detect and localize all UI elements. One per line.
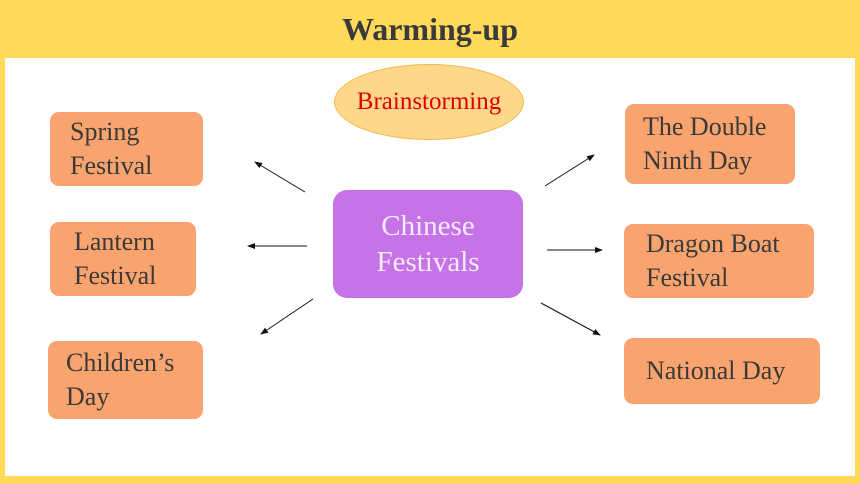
page-title: Warming-up (341, 10, 519, 47)
festival-label: National Day (646, 356, 786, 385)
festival-node-national-day: National Day (624, 338, 820, 404)
festival-node-lantern-festival: Lantern Festival (50, 222, 196, 296)
festival-label: Dragon Boat Festival (646, 229, 780, 292)
festival-node-childrens-day: Children’s Day (48, 341, 203, 419)
festival-label: The Double Ninth Day (643, 112, 767, 175)
festival-node-dragon-boat-festival: Dragon Boat Festival (624, 224, 814, 298)
festival-label: Children’s Day (66, 348, 175, 411)
brainstorming-label: Brainstorming (356, 88, 502, 115)
center-node-chinese-festivals: Chinese Festivals (333, 190, 523, 298)
festival-node-spring-festival: Spring Festival (50, 112, 203, 186)
festival-label: Spring Festival (70, 117, 153, 180)
center-node-label: Chinese Festivals (376, 210, 480, 278)
festival-node-double-ninth-day: The Double Ninth Day (625, 104, 795, 184)
festival-label: Lantern Festival (74, 227, 157, 290)
brainstorming-ellipse: Brainstorming (334, 64, 524, 140)
title-bar: Warming-up (0, 0, 860, 58)
